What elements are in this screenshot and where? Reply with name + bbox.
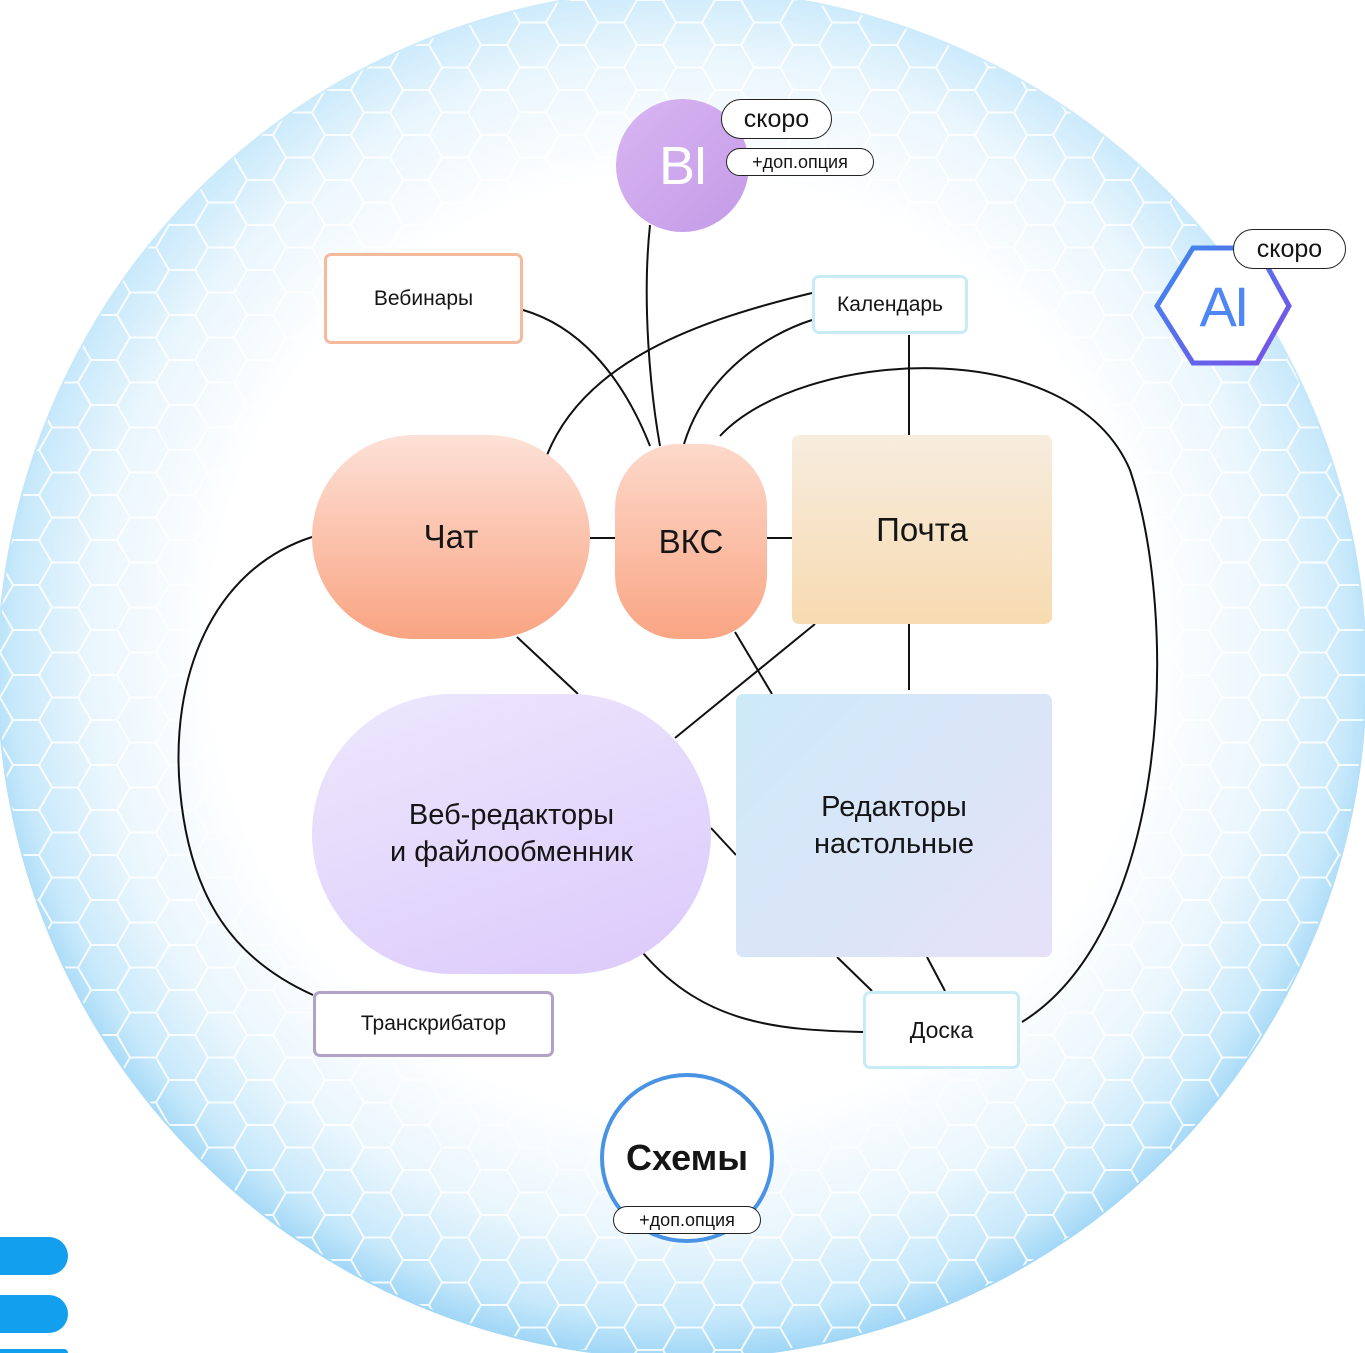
desktop-editors-node: Редакторы настольные [736, 694, 1052, 957]
desktop-editors-label-line1: Редакторы [821, 790, 967, 823]
edge-web-board [642, 952, 864, 1033]
edge-webinars-vks [522, 309, 651, 447]
edge-web-desktop [710, 827, 737, 856]
mail-node: Почта [792, 435, 1052, 624]
decorative-bar-3 [0, 1349, 68, 1353]
chat-label: Чат [423, 518, 479, 555]
edge-calendar-vks [683, 319, 813, 445]
board-label: Доска [909, 1016, 974, 1043]
bi-soon-badge: скоро [721, 99, 832, 139]
ai-label: AI [1199, 275, 1250, 338]
transcriber-node: Транскрибатор [313, 991, 554, 1057]
webinars-node: Вебинары [324, 253, 523, 344]
connector-lines [177, 224, 1159, 1033]
web-editors-label-line1: Веб-редакторы [408, 799, 615, 831]
decorative-bar-1 [0, 1237, 68, 1275]
transcriber-label: Транскрибатор [360, 1012, 507, 1035]
desktop-editors-label-line2: настольные [813, 827, 975, 860]
ai-soon-badge: скоро [1233, 229, 1346, 269]
edge-vks-board-loop [719, 367, 1159, 1023]
edge-chat-web [516, 636, 579, 695]
calendar-label: Календарь [837, 292, 943, 316]
edge-bi-vks [645, 224, 661, 447]
vks-label: ВКС [658, 522, 724, 560]
webinars-label: Вебинары [373, 286, 474, 310]
edge-desktop-board-a [836, 956, 873, 992]
calendar-node: Календарь [812, 275, 968, 334]
chat-node: Чат [312, 435, 590, 639]
bi-label: BI [658, 135, 708, 196]
mail-label: Почта [876, 510, 968, 548]
edge-vks-board [734, 631, 773, 695]
board-node: Доска [863, 991, 1020, 1069]
schemes-option-badge: +доп.опция [613, 1206, 761, 1234]
decorative-bar-2 [0, 1295, 68, 1333]
ai-node: AI [1160, 250, 1286, 363]
bi-option-badge: +доп.опция [726, 148, 874, 176]
edge-mail-web [674, 623, 816, 739]
schemes-label: Схемы [625, 1137, 749, 1178]
vks-node: ВКС [615, 444, 767, 639]
web-editors-label-line2: и файлообменник [390, 836, 633, 868]
edge-calendar-chat [546, 292, 813, 456]
edge-desktop-board-b [926, 956, 946, 992]
web-editors-node: Веб-редакторы и файлообменник [312, 694, 711, 974]
edge-chat-transcriber [177, 536, 314, 996]
